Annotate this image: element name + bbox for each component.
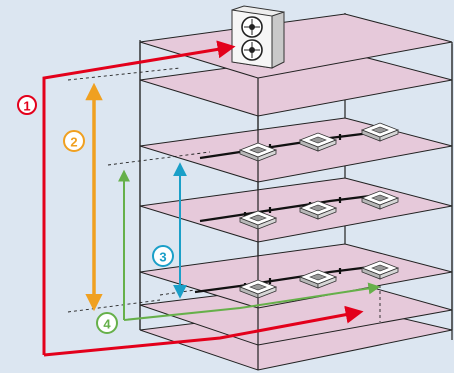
outdoor-unit-icon bbox=[231, 5, 285, 69]
svg-text:1: 1 bbox=[23, 99, 30, 114]
path-4-green bbox=[118, 169, 381, 321]
floor-slabs bbox=[139, 13, 453, 371]
label-1: 1 bbox=[17, 95, 37, 115]
svg-text:3: 3 bbox=[159, 250, 166, 265]
path-1-red bbox=[42, 40, 364, 357]
svg-text:2: 2 bbox=[70, 135, 77, 150]
floor-slab-3 bbox=[139, 117, 453, 183]
svg-text:4: 4 bbox=[103, 317, 111, 332]
label-2: 2 bbox=[63, 130, 85, 152]
floor-slab-2 bbox=[139, 177, 453, 243]
label-4: 4 bbox=[96, 312, 118, 334]
label-3: 3 bbox=[152, 245, 174, 267]
